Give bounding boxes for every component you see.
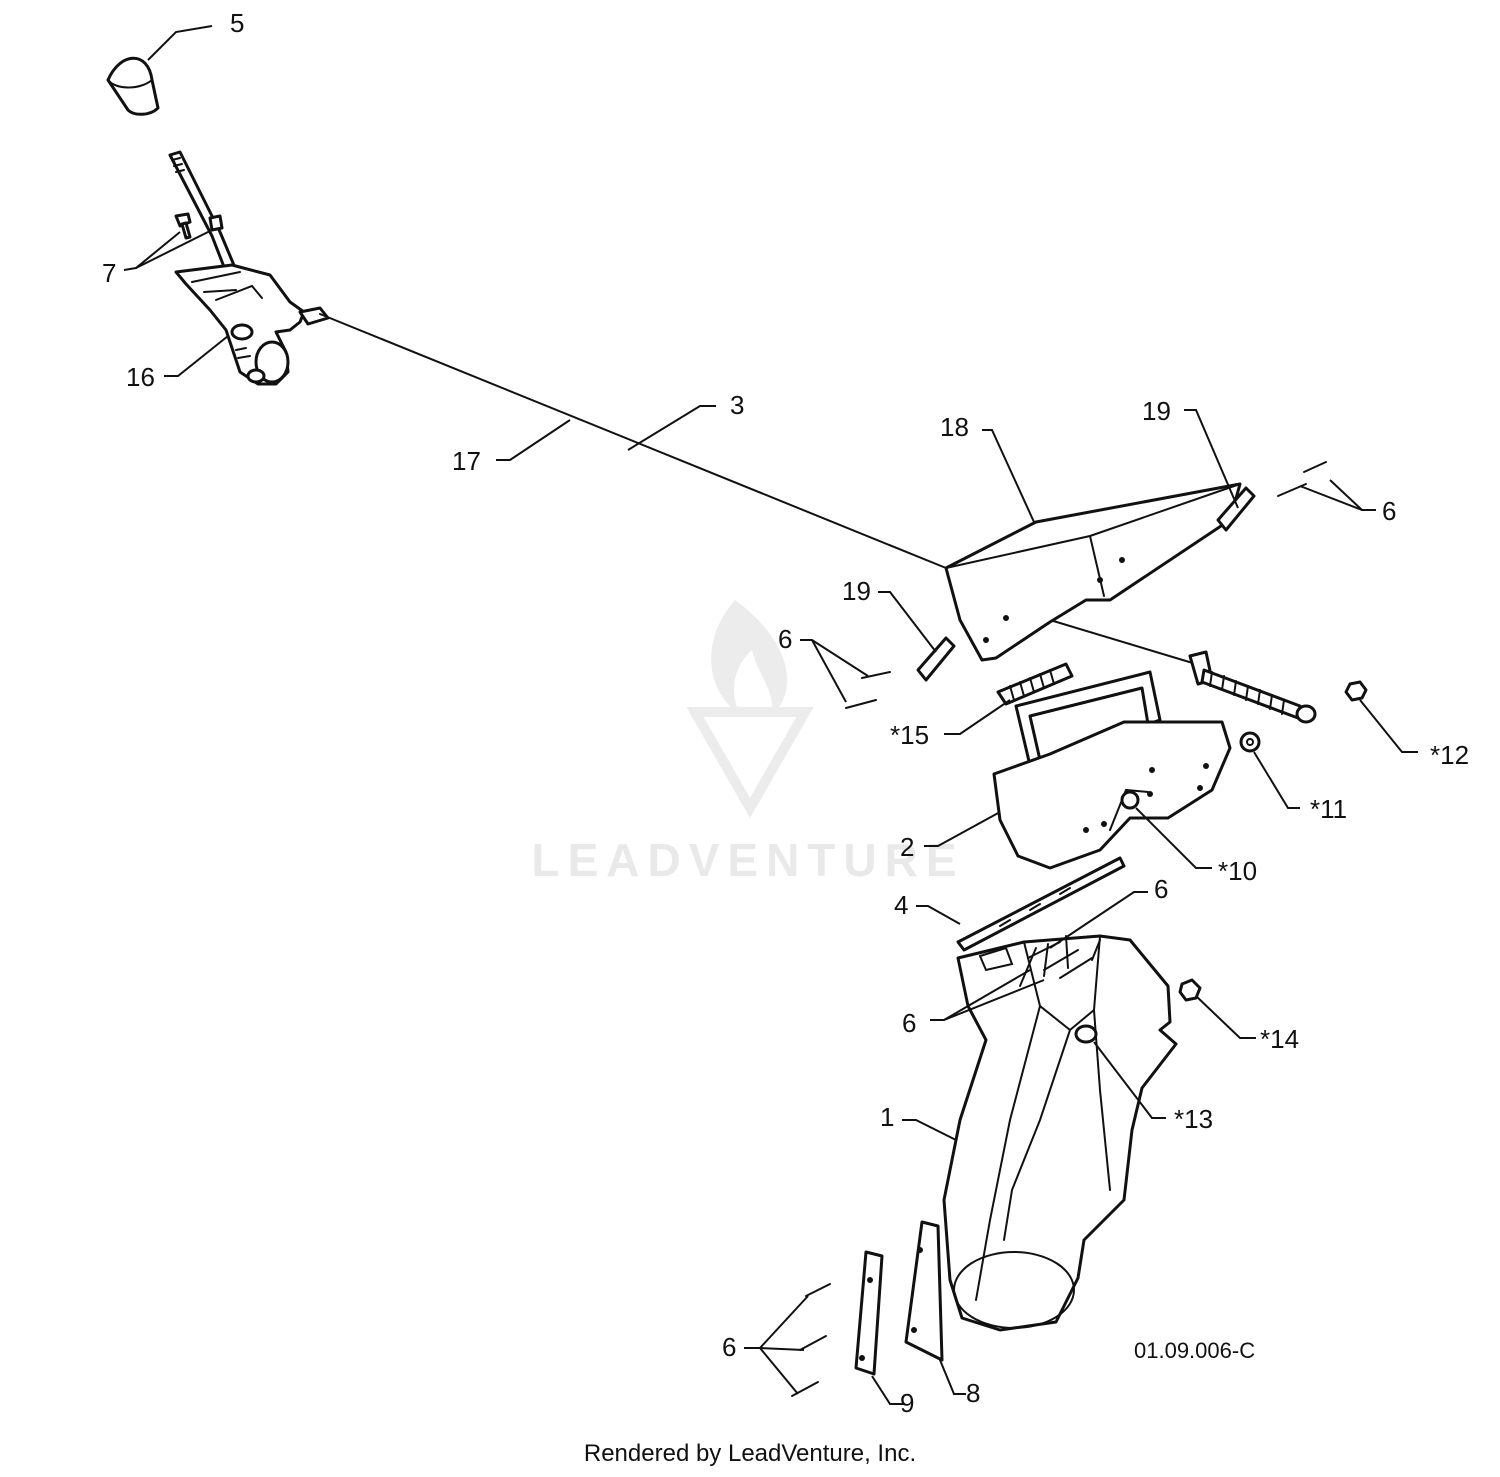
part-control-rod	[168, 150, 238, 274]
part-blade	[956, 856, 1126, 952]
callout-18: 18	[940, 412, 969, 442]
watermark: LEADVENTURE	[531, 600, 964, 886]
callout-19-lower: 19	[842, 576, 871, 606]
footer-credit: Rendered by LeadVenture, Inc.	[583, 1440, 917, 1467]
part-side-plates	[854, 1220, 944, 1376]
watermark-v-icon	[686, 707, 814, 819]
callout-16: 16	[126, 362, 155, 392]
part-upper-chute	[992, 670, 1232, 870]
callout-3: 3	[730, 390, 744, 420]
callout-14: *14	[1260, 1024, 1299, 1054]
watermark-flame-icon	[711, 600, 788, 715]
leader-lines	[123, 25, 1418, 1405]
callout-10: *10	[1218, 856, 1257, 886]
part-rivets	[845, 461, 1327, 709]
callout-15: *15	[890, 720, 929, 750]
watermark-text: LEADVENTURE	[531, 834, 964, 886]
callout-6-lower: 6	[722, 1332, 736, 1362]
callout-7: 7	[102, 258, 116, 288]
callout-6-right: 6	[1154, 874, 1168, 904]
callout-8: 8	[966, 1378, 980, 1408]
part-rivets-lower	[791, 935, 1101, 1397]
callout-12: *12	[1430, 740, 1469, 770]
part-hardware	[1178, 680, 1368, 1002]
callout-6-upper-right: 6	[1382, 496, 1396, 526]
callout-4: 4	[894, 890, 908, 920]
part-cable	[298, 306, 1317, 724]
callout-13: *13	[1174, 1104, 1213, 1134]
callout-1: 1	[880, 1102, 894, 1132]
callout-2: 2	[900, 832, 914, 862]
drawing-code: 01.09.006-C	[1134, 1338, 1255, 1363]
callout-17: 17	[452, 446, 481, 476]
part-control-bracket	[174, 263, 306, 386]
callout-11: *11	[1310, 794, 1347, 824]
callout-labels: 5 7 16 17 3 18 19 6 19 6 *15 *12 *11 *10…	[102, 8, 1469, 1418]
part-knob	[106, 56, 160, 116]
part-spring	[996, 662, 1074, 706]
callout-6-chute: 6	[902, 1008, 916, 1038]
part-deflector	[944, 482, 1242, 662]
callout-9: 9	[900, 1388, 914, 1418]
callout-19-upper: 19	[1142, 396, 1171, 426]
part-lower-chute	[942, 934, 1178, 1332]
callout-6-middle-left: 6	[778, 624, 792, 654]
part-bracket-19	[916, 486, 1256, 682]
part-screws-7	[174, 212, 224, 240]
callout-5: 5	[230, 8, 244, 38]
